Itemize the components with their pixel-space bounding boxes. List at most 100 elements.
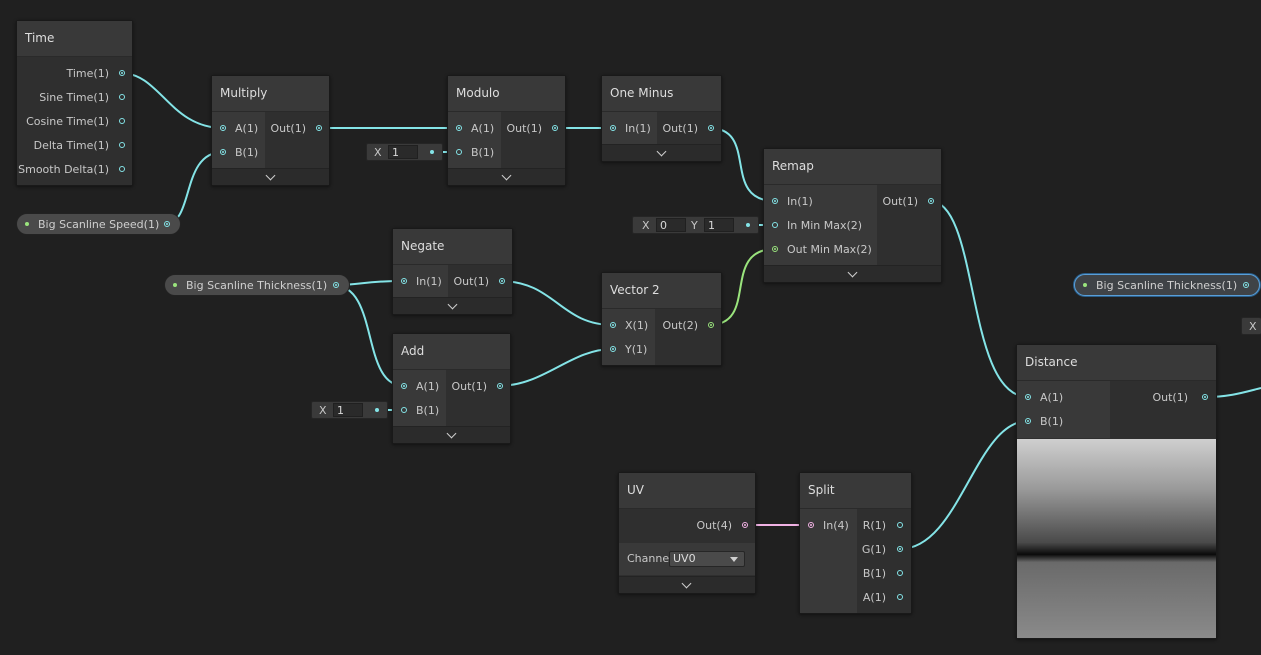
port-remap-inminmax-dot[interactable]: [772, 222, 778, 228]
port-vector2-y-dot[interactable]: [610, 346, 616, 352]
port-remap-outminmax-dot[interactable]: [772, 246, 778, 252]
port-multiply-out[interactable]: Out(1): [270, 122, 306, 135]
port-distance-out[interactable]: Out(1): [1152, 391, 1188, 404]
port-modulo-b-dot[interactable]: [456, 149, 462, 155]
port-add-a[interactable]: A(1): [416, 380, 440, 393]
port-add-out[interactable]: Out(1): [451, 380, 487, 393]
port-remap-in-dot[interactable]: [772, 198, 778, 204]
port-vector2-x-dot[interactable]: [610, 322, 616, 328]
port-distance-a[interactable]: A(1): [1040, 391, 1064, 404]
port-add-out-dot[interactable]: [497, 383, 503, 389]
port-negate-out-dot[interactable]: [499, 278, 505, 284]
port-one-minus-out-dot[interactable]: [708, 125, 714, 131]
modulo-expand-button[interactable]: [448, 168, 565, 185]
property-big-scanline-thickness-selected[interactable]: Big Scanline Thickness(1): [1074, 274, 1260, 296]
uv-expand-button[interactable]: [619, 576, 755, 593]
property-out-port[interactable]: [1243, 282, 1249, 288]
vector2-node[interactable]: Vector 2 X(1) Y(1) Out(2): [601, 272, 722, 366]
port-vector2-out-dot[interactable]: [708, 322, 714, 328]
distance-node[interactable]: Distance A(1) B(1) Out(1): [1016, 344, 1217, 639]
split-node[interactable]: Split In(4) R(1) G(1) B(1) A(1): [799, 472, 912, 614]
port-uv-out[interactable]: Out(4): [696, 519, 732, 532]
port-multiply-b-dot[interactable]: [220, 149, 226, 155]
port-cosine-time[interactable]: Cosine Time(1): [26, 115, 109, 128]
add-expand-button[interactable]: [393, 426, 510, 443]
port-delta-time-dot[interactable]: [119, 142, 125, 148]
time-node[interactable]: Time Time(1) Sine Time(1) Cosine Time(1)…: [16, 20, 133, 186]
port-sine-time[interactable]: Sine Time(1): [39, 91, 109, 104]
port-modulo-out-dot[interactable]: [552, 125, 558, 131]
port-split-a-dot[interactable]: [897, 594, 903, 600]
negate-node[interactable]: Negate In(1) Out(1): [392, 228, 513, 315]
offscreen-default-input[interactable]: X: [1241, 317, 1261, 335]
remap-expand-button[interactable]: [764, 265, 941, 282]
port-time-dot[interactable]: [119, 70, 125, 76]
port-distance-b[interactable]: B(1): [1040, 415, 1064, 428]
port-one-minus-in-dot[interactable]: [610, 125, 616, 131]
port-negate-out[interactable]: Out(1): [453, 275, 489, 288]
add-node[interactable]: Add A(1) B(1) Out(1): [392, 333, 511, 444]
modulo-b-default-input[interactable]: X 1: [366, 143, 443, 161]
port-uv-out-dot[interactable]: [742, 522, 748, 528]
property-big-scanline-speed[interactable]: Big Scanline Speed(1): [16, 213, 181, 235]
port-cosine-time-dot[interactable]: [119, 118, 125, 124]
port-remap-out[interactable]: Out(1): [882, 195, 918, 208]
port-modulo-a[interactable]: A(1): [471, 122, 495, 135]
one-minus-node[interactable]: One Minus In(1) Out(1): [601, 75, 722, 162]
port-distance-b-dot[interactable]: [1025, 418, 1031, 424]
port-time[interactable]: Time(1): [66, 67, 109, 80]
property-out-port[interactable]: [333, 282, 339, 288]
port-vector2-x[interactable]: X(1): [625, 319, 649, 332]
port-modulo-out[interactable]: Out(1): [506, 122, 542, 135]
port-negate-in-dot[interactable]: [401, 278, 407, 284]
port-one-minus-out[interactable]: Out(1): [662, 122, 698, 135]
port-one-minus-in[interactable]: In(1): [625, 122, 651, 135]
port-modulo-a-dot[interactable]: [456, 125, 462, 131]
modulo-b-value-field[interactable]: 1: [388, 145, 418, 159]
port-negate-in[interactable]: In(1): [416, 275, 442, 288]
port-multiply-a-dot[interactable]: [220, 125, 226, 131]
port-distance-a-dot[interactable]: [1025, 394, 1031, 400]
negate-expand-button[interactable]: [393, 297, 512, 314]
port-split-b[interactable]: B(1): [862, 567, 886, 580]
port-split-r-dot[interactable]: [897, 522, 903, 528]
port-remap-inminmax[interactable]: In Min Max(2): [787, 219, 863, 232]
port-split-b-dot[interactable]: [897, 570, 903, 576]
port-split-r[interactable]: R(1): [862, 519, 886, 532]
port-vector2-out[interactable]: Out(2): [662, 319, 698, 332]
port-smooth-delta[interactable]: Smooth Delta(1): [18, 163, 109, 176]
port-split-g[interactable]: G(1): [861, 543, 886, 556]
port-add-a-dot[interactable]: [401, 383, 407, 389]
port-split-a[interactable]: A(1): [862, 591, 886, 604]
port-remap-in[interactable]: In(1): [787, 195, 813, 208]
port-modulo-b[interactable]: B(1): [471, 146, 495, 159]
remap-y-field[interactable]: 1: [704, 218, 734, 232]
modulo-node[interactable]: Modulo A(1) B(1) Out(1): [447, 75, 566, 186]
port-distance-out-dot[interactable]: [1202, 394, 1208, 400]
port-multiply-b[interactable]: B(1): [235, 146, 259, 159]
remap-node[interactable]: Remap In(1) In Min Max(2) Out Min Max(2)…: [763, 148, 942, 283]
port-split-g-dot[interactable]: [897, 546, 903, 552]
add-b-value-field[interactable]: 1: [333, 403, 363, 417]
multiply-node[interactable]: Multiply A(1) B(1) Out(1): [211, 75, 330, 186]
property-out-port[interactable]: [164, 221, 170, 227]
remap-inminmax-default-input[interactable]: X 0 Y 1: [632, 216, 759, 234]
port-add-b-dot[interactable]: [401, 407, 407, 413]
port-multiply-a[interactable]: A(1): [235, 122, 259, 135]
property-big-scanline-thickness[interactable]: Big Scanline Thickness(1): [164, 274, 350, 296]
port-split-in[interactable]: In(4): [823, 519, 849, 532]
port-vector2-y[interactable]: Y(1): [625, 343, 648, 356]
uv-channel-dropdown[interactable]: UV0: [669, 551, 745, 567]
multiply-expand-button[interactable]: [212, 168, 329, 185]
port-smooth-delta-dot[interactable]: [119, 166, 125, 172]
remap-x-field[interactable]: 0: [656, 218, 686, 232]
port-sine-time-dot[interactable]: [119, 94, 125, 100]
port-multiply-out-dot[interactable]: [316, 125, 322, 131]
port-remap-out-dot[interactable]: [928, 198, 934, 204]
uv-node[interactable]: UV Out(4) Channe UV0: [618, 472, 756, 594]
one-minus-expand-button[interactable]: [602, 144, 721, 161]
port-add-b[interactable]: B(1): [416, 404, 440, 417]
port-delta-time[interactable]: Delta Time(1): [33, 139, 109, 152]
port-remap-outminmax[interactable]: Out Min Max(2): [787, 243, 872, 256]
port-split-in-dot[interactable]: [808, 522, 814, 528]
